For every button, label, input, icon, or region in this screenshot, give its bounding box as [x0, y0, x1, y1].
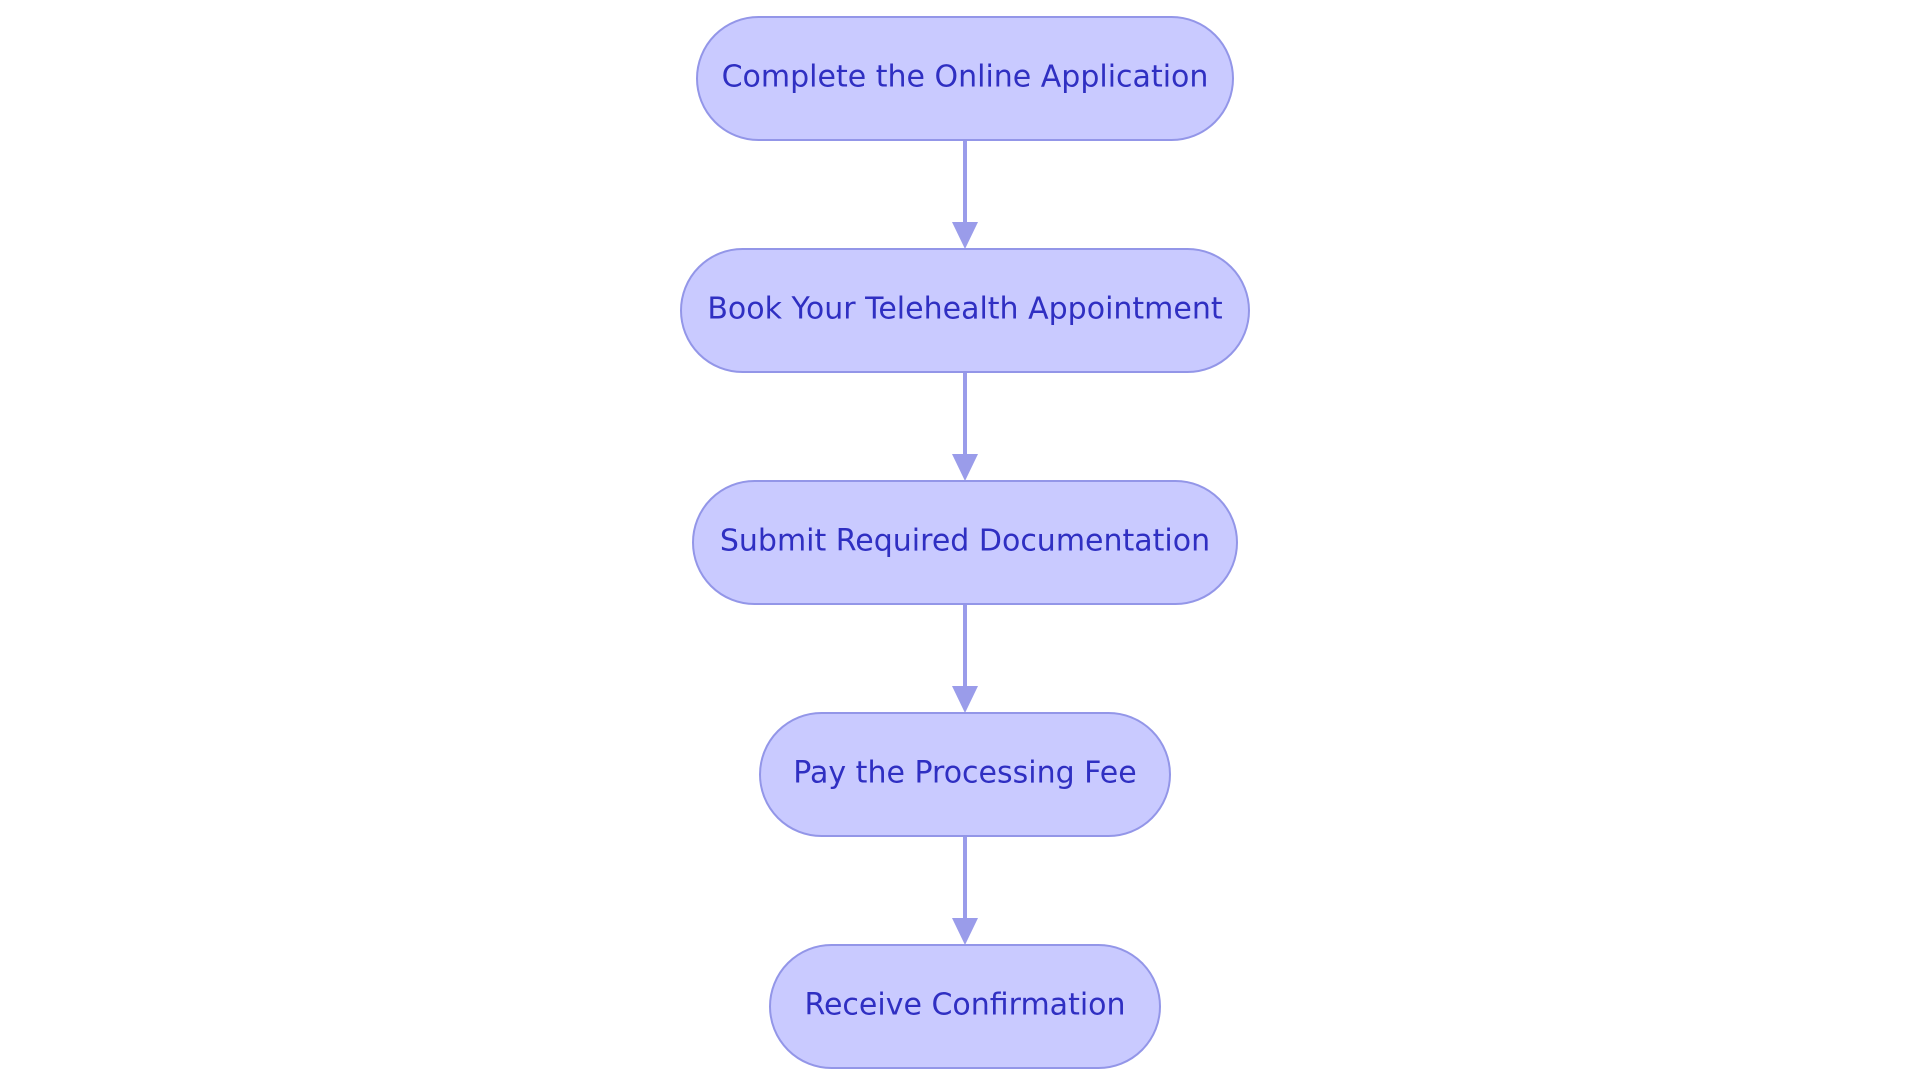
node-shape	[759, 712, 1171, 837]
node-label: Submit Required Documentation	[720, 524, 1210, 559]
node-label: Book Your Telehealth Appointment	[707, 292, 1223, 327]
node-pay-processing-fee[interactable]: Pay the Processing Fee	[759, 712, 1171, 837]
node-label: Pay the Processing Fee	[793, 756, 1136, 791]
node-label: Complete the Online Application	[722, 60, 1209, 95]
node-book-telehealth-appointment[interactable]: Book Your Telehealth Appointment	[680, 248, 1250, 373]
arrowhead-icon	[952, 918, 978, 945]
edge-step2-to-step3	[952, 373, 978, 481]
node-receive-confirmation[interactable]: Receive Confirmation	[769, 944, 1161, 1069]
arrowhead-icon	[952, 222, 978, 249]
node-submit-required-documentation[interactable]: Submit Required Documentation	[692, 480, 1238, 605]
edge-step1-to-step2	[952, 141, 978, 249]
node-shape	[696, 16, 1234, 141]
node-shape	[769, 944, 1161, 1069]
node-shape	[680, 248, 1250, 373]
node-complete-online-application[interactable]: Complete the Online Application	[696, 16, 1234, 141]
node-shape	[692, 480, 1238, 605]
nodes: Complete the Online Application Book You…	[680, 16, 1250, 1069]
node-label: Receive Confirmation	[804, 988, 1125, 1023]
arrowhead-icon	[952, 686, 978, 713]
edge-step4-to-step5	[952, 837, 978, 945]
edges	[952, 141, 978, 945]
edge-step3-to-step4	[952, 605, 978, 713]
arrowhead-icon	[952, 454, 978, 481]
